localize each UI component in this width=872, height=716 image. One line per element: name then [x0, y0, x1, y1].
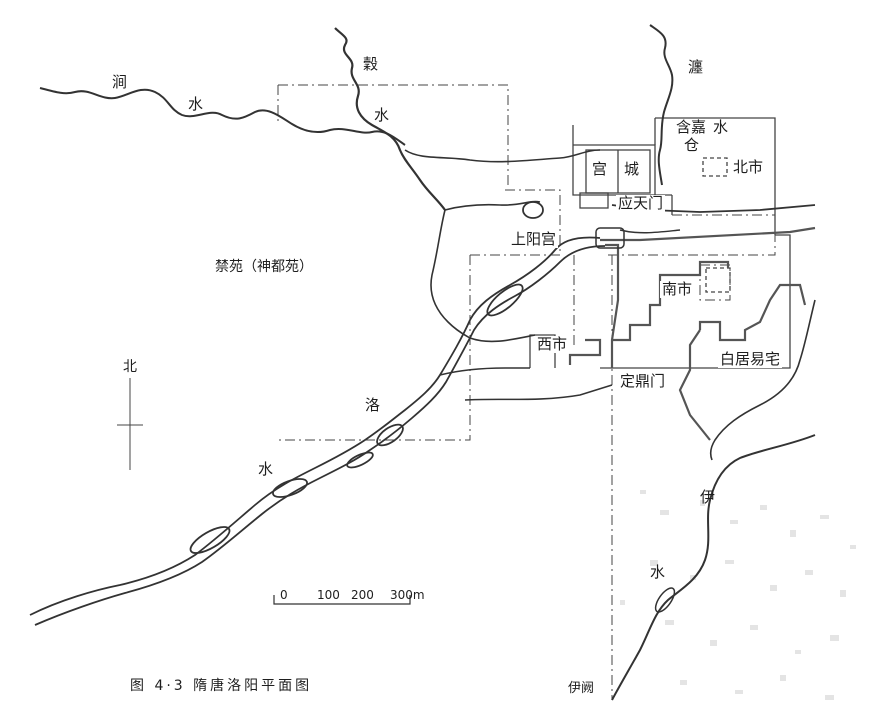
scale-tick-0: 0 [280, 588, 288, 602]
gu-river-label-2: 水 [374, 106, 390, 124]
xishi-label: 西市 [535, 335, 570, 353]
hanjia-granary-label-1: 含嘉 [674, 118, 709, 136]
hanjia-granary-label-2: 仓 [684, 136, 700, 154]
luo-river-label-1: 洛 [365, 396, 381, 414]
outer-walls-dashed [277, 84, 776, 700]
chan-river-label-1: 瀍 [688, 58, 704, 76]
luo-river-label-2: 水 [258, 460, 274, 478]
yi-river [611, 434, 816, 701]
gu-river-label-1: 穀 [363, 55, 379, 73]
jian-river-label-1: 涧 [112, 73, 128, 91]
shangyang-palace-label: 上阳宫 [509, 230, 559, 248]
palace-city-label-1: 宫 [592, 160, 608, 178]
tianjin-bridge [595, 227, 625, 249]
yi-east-channel [709, 299, 816, 461]
luo-river [29, 201, 606, 626]
scale-bar [273, 595, 411, 605]
dingding-gate-label: 定鼎门 [618, 372, 668, 390]
beishi-label: 北市 [733, 158, 764, 176]
paper-texture [620, 490, 856, 700]
yi-river-label-2: 水 [650, 563, 666, 581]
chan-river [649, 24, 674, 186]
gu-river [334, 27, 446, 211]
yingtian-gate-label: 应天门 [616, 194, 666, 212]
jian-river-label-2: 水 [188, 95, 204, 113]
yique-label: 伊阙 [568, 681, 595, 696]
chan-river-label-2: 水 [713, 118, 729, 136]
north-arrow [117, 378, 143, 470]
scale-tick-100: 100 [317, 588, 340, 602]
scale-tick-300m: 300m [390, 588, 425, 602]
north-label: 北 [123, 359, 137, 375]
palace-city-label-2: 城 [624, 160, 640, 178]
jinyuan-label: 禁苑（神都苑） [215, 259, 313, 275]
figure-caption: 图 4·3 隋唐洛阳平面图 [130, 678, 313, 694]
west-channels [404, 149, 613, 401]
baijuyi-residence-label: 白居易宅 [718, 350, 783, 368]
canals [568, 226, 816, 441]
scale-tick-200: 200 [351, 588, 374, 602]
jian-river [39, 87, 406, 146]
nanshi-label: 南市 [660, 280, 695, 298]
yi-river-island [654, 587, 676, 613]
city-walls [529, 117, 791, 369]
yi-river-label-1: 伊 [700, 488, 716, 506]
